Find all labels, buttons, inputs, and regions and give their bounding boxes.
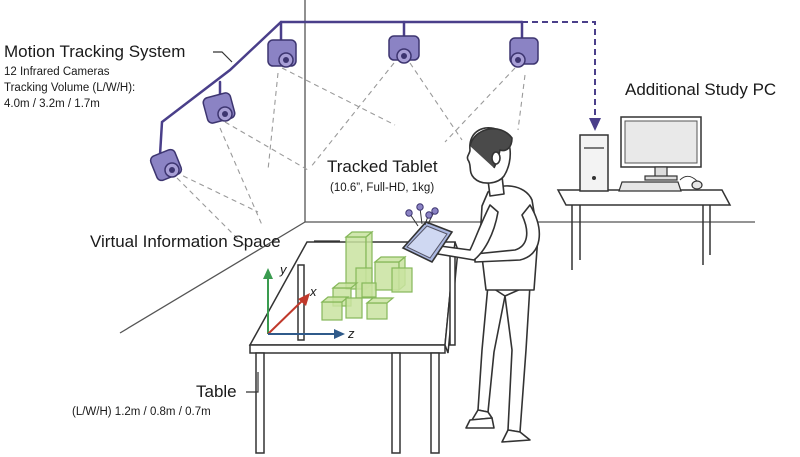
person-icon	[437, 126, 541, 443]
motion-system-volume-value: 4.0m / 3.2m / 1.7m	[4, 98, 100, 110]
study-pc-label: Additional Study PC	[625, 80, 777, 99]
axis-x-label: x	[309, 284, 317, 299]
mouse-icon	[679, 175, 703, 190]
tracked-tablet-title: Tracked Tablet	[327, 157, 438, 176]
table-specs: (L/W/H) 1.2m / 0.8m / 0.7m	[72, 406, 211, 418]
axis-y-label: y	[279, 262, 288, 277]
infrared-camera-icon	[267, 39, 297, 68]
virtual-information-boxes	[320, 230, 413, 321]
leader-lines	[213, 51, 340, 393]
study-desk	[556, 189, 732, 270]
camera-rig	[158, 20, 524, 157]
motion-system-title: Motion Tracking System	[4, 42, 186, 61]
infrared-camera-icon	[202, 92, 236, 124]
keyboard-icon	[618, 181, 682, 192]
coordinate-axes: y x z	[263, 262, 355, 341]
data-connection-arrow	[522, 21, 601, 131]
infrared-camera-icon	[509, 37, 539, 68]
tablet-icon	[401, 203, 454, 264]
infrared-camera-icon	[149, 148, 183, 182]
motion-system-cameras: 12 Infrared Cameras	[4, 66, 110, 78]
tracked-tablet-specs: (10.6”, Full-HD, 1kg)	[330, 182, 435, 194]
monitor-icon	[620, 116, 702, 181]
motion-system-volume-label: Tracking Volume (L/W/H):	[4, 82, 136, 94]
camera-sight-lines	[174, 62, 526, 249]
pc-tower-icon	[579, 134, 609, 192]
virtual-space-label: Virtual Information Space	[90, 232, 281, 251]
infrared-camera-icon	[388, 35, 420, 64]
table-title: Table	[196, 382, 237, 401]
axis-z-label: z	[347, 326, 355, 341]
